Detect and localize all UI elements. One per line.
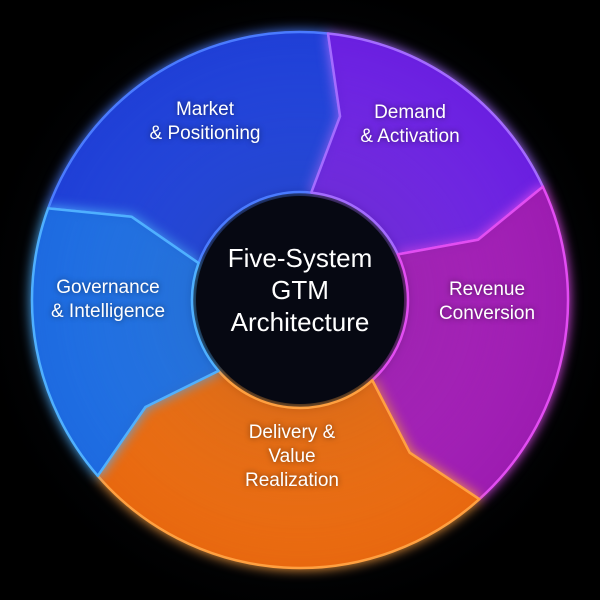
center-title-line: Five-System xyxy=(227,243,373,273)
segment-governance xyxy=(30,207,220,478)
segment-revenue xyxy=(371,185,570,501)
label-demand-activation: Demand & Activation xyxy=(360,101,459,149)
label-line: Market xyxy=(175,99,235,120)
label-line: Value xyxy=(268,446,316,467)
label-revenue-conversion: Revenue Conversion xyxy=(439,278,535,326)
label-line: Delivery & xyxy=(248,422,336,443)
center-title: Five-System GTM Architecture xyxy=(228,242,372,338)
segment-delivery xyxy=(96,369,481,570)
center-hub xyxy=(196,196,404,404)
label-line: Governance xyxy=(56,277,160,298)
label-market-positioning: Market & Positioning xyxy=(150,98,261,146)
label-line: Realization xyxy=(245,470,339,491)
segment-market xyxy=(46,30,342,265)
label-delivery-value-realization: Delivery & Value Realization xyxy=(245,421,339,493)
segment-demand xyxy=(310,32,545,256)
label-line: & Intelligence xyxy=(50,301,166,322)
label-line: Conversion xyxy=(438,303,536,324)
label-line: Demand xyxy=(374,102,446,123)
label-line: & Positioning xyxy=(149,123,261,144)
center-title-line: GTM xyxy=(271,275,329,305)
label-line: Revenue xyxy=(448,279,526,300)
label-governance-intelligence: Governance & Intelligence xyxy=(51,276,165,324)
center-title-line: Architecture xyxy=(230,307,370,337)
label-line: & Activation xyxy=(360,126,460,147)
